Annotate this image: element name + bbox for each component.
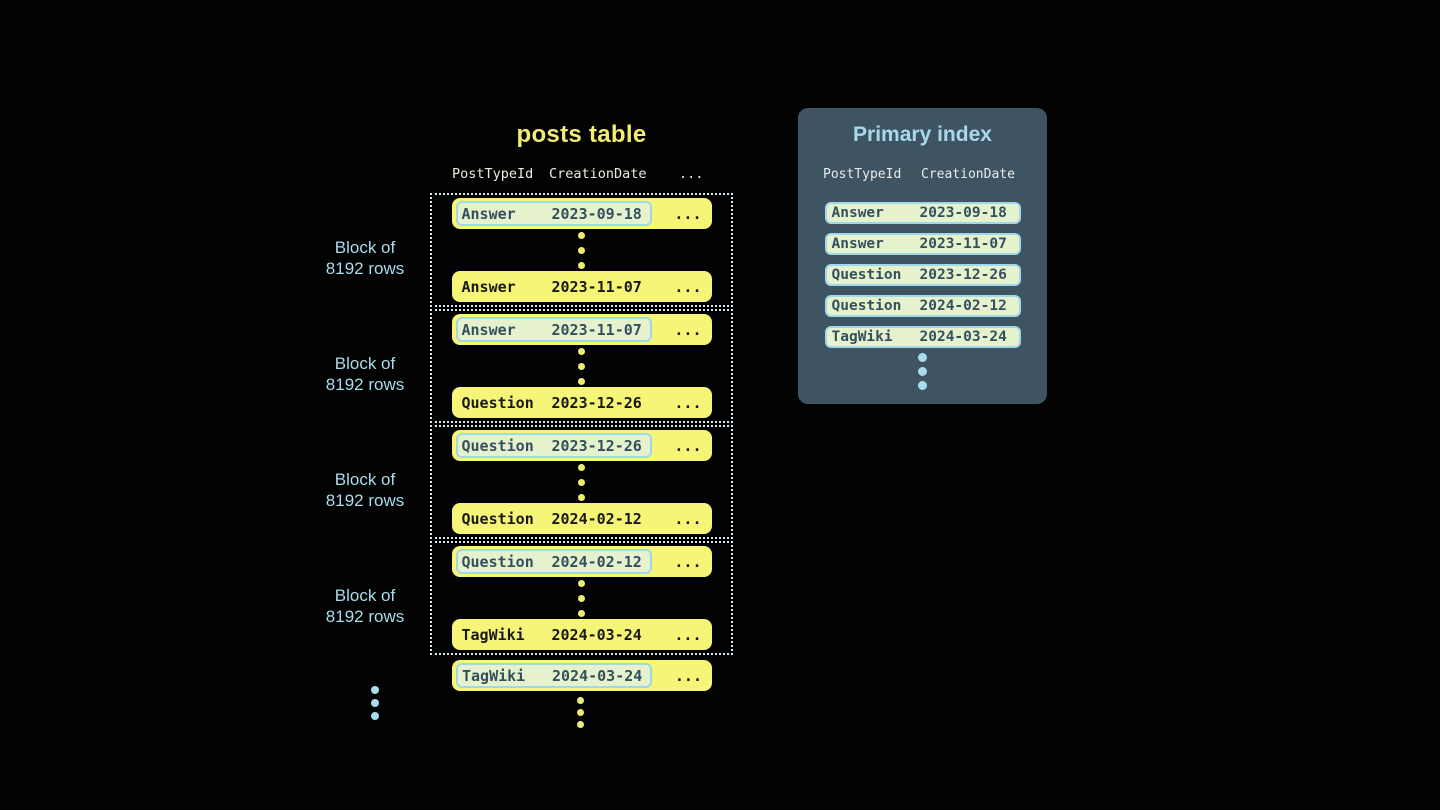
posttypeid-value: Answer [831, 236, 884, 252]
posttypeid-value: Answer [461, 204, 516, 223]
posttypeid-value: Answer [831, 205, 884, 221]
posttypeid-value: Answer [461, 277, 516, 296]
indexed-cell-highlight: Question 2023-12-26 [455, 433, 652, 458]
creationdate-value: 2023-12-26 [919, 267, 1007, 283]
creationdate-value: 2023-11-07 [551, 277, 642, 296]
creationdate-value: 2023-11-07 [919, 236, 1007, 252]
creationdate-value: 2023-09-18 [551, 204, 642, 223]
posttypeid-value: Question [461, 509, 534, 528]
ellipsis-dots-icon [578, 231, 585, 269]
posts-table-blocks: Answer 2023-09-18 ... Answer 2023-11-07 … [430, 193, 733, 657]
row-block-2: Answer 2023-11-07 ... Question 2023-12-2… [430, 309, 733, 423]
row-ellipsis: ... [674, 625, 702, 644]
indexed-cell-highlight: Answer 2023-11-07 [455, 317, 652, 342]
ellipsis-dots-icon [578, 347, 585, 385]
overflow-row-wrap: TagWiki 2024-03-24 ... [452, 660, 712, 691]
more-entries-dots-wrap [798, 353, 1047, 390]
column-header-posttypeid: PostTypeId [452, 166, 534, 182]
posttypeid-value: Question [461, 552, 534, 571]
column-header-creationdate: CreationDate [921, 167, 1015, 182]
posttypeid-value: TagWiki [462, 666, 526, 685]
ellipsis-dots-icon [578, 579, 585, 617]
primary-index-panel: Primary index PostTypeId CreationDate An… [798, 108, 1047, 404]
posttypeid-value: Question [831, 267, 902, 283]
ellipsis-dots-icon [578, 463, 585, 501]
table-row: Question 2024-02-12 ... [451, 546, 712, 577]
creationdate-value: 2024-03-24 [919, 329, 1007, 345]
primary-index-column-headers: PostTypeId CreationDate [798, 167, 1047, 185]
row-cell: Answer 2023-11-07 [456, 274, 652, 299]
creationdate-value: 2023-09-18 [919, 205, 1007, 221]
ellipsis-dots-icon [918, 353, 927, 390]
table-row: TagWiki 2024-03-24 ... [451, 619, 712, 650]
table-row: Question 2024-02-12 ... [451, 503, 712, 534]
row-ellipsis: ... [674, 277, 702, 296]
creationdate-value: 2024-03-24 [551, 625, 642, 644]
creationdate-value: 2024-02-12 [919, 298, 1007, 314]
creationdate-value: 2023-12-26 [551, 436, 642, 455]
more-blocks-dots-icon [371, 686, 379, 720]
column-header-creationdate: CreationDate [549, 166, 647, 182]
primary-index-rows: Answer 2023-09-18 Answer 2023-11-07 Ques… [798, 202, 1047, 357]
row-block-1: Answer 2023-09-18 ... Answer 2023-11-07 … [430, 193, 733, 307]
posttypeid-value: Question [831, 298, 902, 314]
posttypeid-value: TagWiki [831, 329, 893, 345]
index-entry: TagWiki 2024-03-24 [824, 326, 1021, 348]
column-header-ellipsis: ... [679, 166, 704, 182]
table-row: Question 2023-12-26 ... [451, 430, 712, 461]
indexed-cell-highlight: TagWiki 2024-03-24 [456, 663, 652, 688]
creationdate-value: 2023-11-07 [551, 320, 642, 339]
table-row: Answer 2023-11-07 ... [451, 314, 712, 345]
creationdate-value: 2024-02-12 [551, 552, 642, 571]
row-cell: Question 2024-02-12 [456, 506, 652, 531]
index-entry: Answer 2023-09-18 [824, 202, 1021, 224]
row-block-4: Question 2024-02-12 ... TagWiki 2024-03-… [430, 541, 733, 655]
table-row: Question 2023-12-26 ... [451, 387, 712, 418]
posttypeid-value: TagWiki [461, 625, 525, 644]
ellipsis-dots-icon [577, 697, 584, 728]
index-entry: Answer 2023-11-07 [824, 233, 1021, 255]
row-ellipsis: ... [674, 320, 702, 339]
index-entry: Question 2023-12-26 [824, 264, 1021, 286]
row-ellipsis: ... [674, 666, 702, 685]
creationdate-value: 2023-12-26 [551, 393, 642, 412]
row-ellipsis: ... [674, 552, 702, 571]
table-row: Answer 2023-09-18 ... [451, 198, 712, 229]
primary-index-title: Primary index [853, 123, 992, 146]
row-ellipsis: ... [674, 393, 702, 412]
posts-table-title: posts table [516, 121, 647, 148]
row-cell: Question 2023-12-26 [456, 390, 652, 415]
row-ellipsis: ... [674, 509, 702, 528]
posttypeid-value: Question [461, 393, 534, 412]
posttypeid-value: Question [461, 436, 534, 455]
creationdate-value: 2024-02-12 [551, 509, 642, 528]
indexed-cell-highlight: Answer 2023-09-18 [455, 201, 652, 226]
posts-table-column-headers: PostTypeId CreationDate ... [430, 166, 733, 186]
row-cell: TagWiki 2024-03-24 [456, 622, 652, 647]
row-block-3: Question 2023-12-26 ... Question 2024-02… [430, 425, 733, 539]
posttypeid-value: Answer [461, 320, 516, 339]
column-header-posttypeid: PostTypeId [823, 167, 902, 182]
row-ellipsis: ... [674, 436, 702, 455]
table-row: Answer 2023-11-07 ... [451, 271, 712, 302]
index-entry: Question 2024-02-12 [824, 295, 1021, 317]
table-row: TagWiki 2024-03-24 ... [452, 660, 712, 691]
row-ellipsis: ... [674, 204, 702, 223]
creationdate-value: 2024-03-24 [552, 666, 643, 685]
indexed-cell-highlight: Question 2024-02-12 [455, 549, 652, 574]
